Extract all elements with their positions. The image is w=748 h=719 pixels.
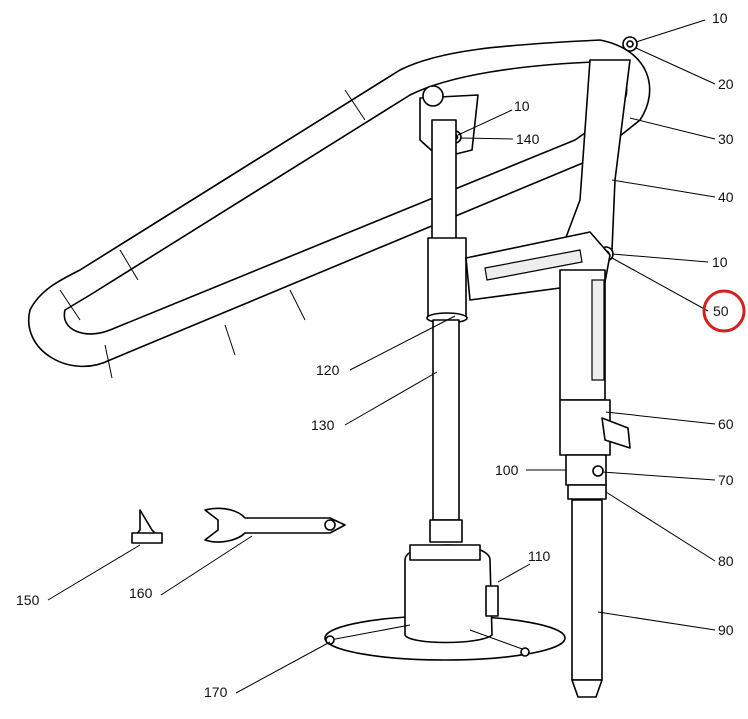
callout-30: 30 xyxy=(718,131,734,147)
column xyxy=(426,119,468,543)
callout-100: 100 xyxy=(495,462,519,478)
callout-160: 160 xyxy=(129,585,153,601)
callout-10: 10 xyxy=(712,10,728,26)
callout-120: 120 xyxy=(316,362,340,378)
callout-70: 70 xyxy=(718,472,734,488)
callout-20: 20 xyxy=(718,76,734,92)
handle-loop xyxy=(27,39,651,379)
callout-80: 80 xyxy=(718,553,734,569)
callout-150: 150 xyxy=(16,592,40,608)
callout-130: 130 xyxy=(311,417,335,433)
highlight-circle xyxy=(702,289,746,333)
tool-housing xyxy=(559,269,631,698)
base xyxy=(324,544,566,661)
callout-10: 10 xyxy=(514,98,530,114)
callout-110: 110 xyxy=(528,548,551,564)
leader-lines xyxy=(47,19,716,694)
callout-10: 10 xyxy=(712,254,728,270)
callout-40: 40 xyxy=(718,189,734,205)
callout-140: 140 xyxy=(516,131,540,147)
callout-90: 90 xyxy=(718,622,734,638)
callout-170: 170 xyxy=(204,684,228,700)
cone-bit xyxy=(131,509,163,544)
callout-50-highlighted[interactable]: 50 xyxy=(713,303,729,319)
wrench xyxy=(204,507,346,543)
callout-60: 60 xyxy=(718,416,734,432)
